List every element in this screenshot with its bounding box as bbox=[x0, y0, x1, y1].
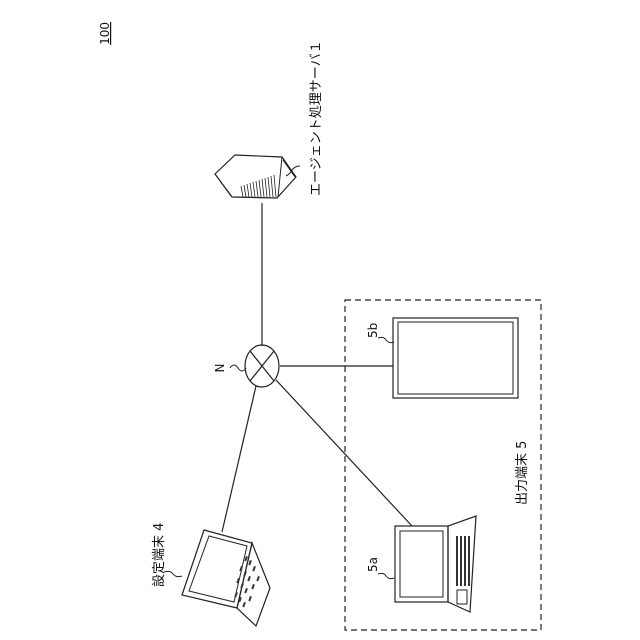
terminal-5b-label: 5b bbox=[366, 323, 380, 338]
terminal-5b-leader bbox=[378, 337, 394, 342]
link-5a bbox=[276, 380, 412, 526]
setting-terminal-label: 設定端末 4 bbox=[151, 523, 167, 587]
server-label: エージェント処理サーバ１ bbox=[309, 40, 324, 196]
output-group-label: 出力端末 5 bbox=[515, 441, 530, 505]
network-leader bbox=[230, 365, 246, 371]
network-label: N bbox=[213, 364, 227, 373]
link-setting bbox=[222, 386, 256, 532]
display-5b-icon bbox=[393, 318, 518, 398]
keyboard-icon bbox=[456, 536, 470, 586]
network-node bbox=[245, 345, 279, 387]
figure-ref: 100 bbox=[98, 22, 112, 45]
laptop-4-icon bbox=[182, 530, 270, 626]
terminal-5a-label: 5a bbox=[366, 557, 380, 572]
server-icon bbox=[215, 155, 296, 198]
laptop-5a-icon bbox=[395, 516, 476, 612]
server-vent-icon bbox=[241, 175, 276, 197]
terminal-5a-leader bbox=[378, 573, 394, 578]
